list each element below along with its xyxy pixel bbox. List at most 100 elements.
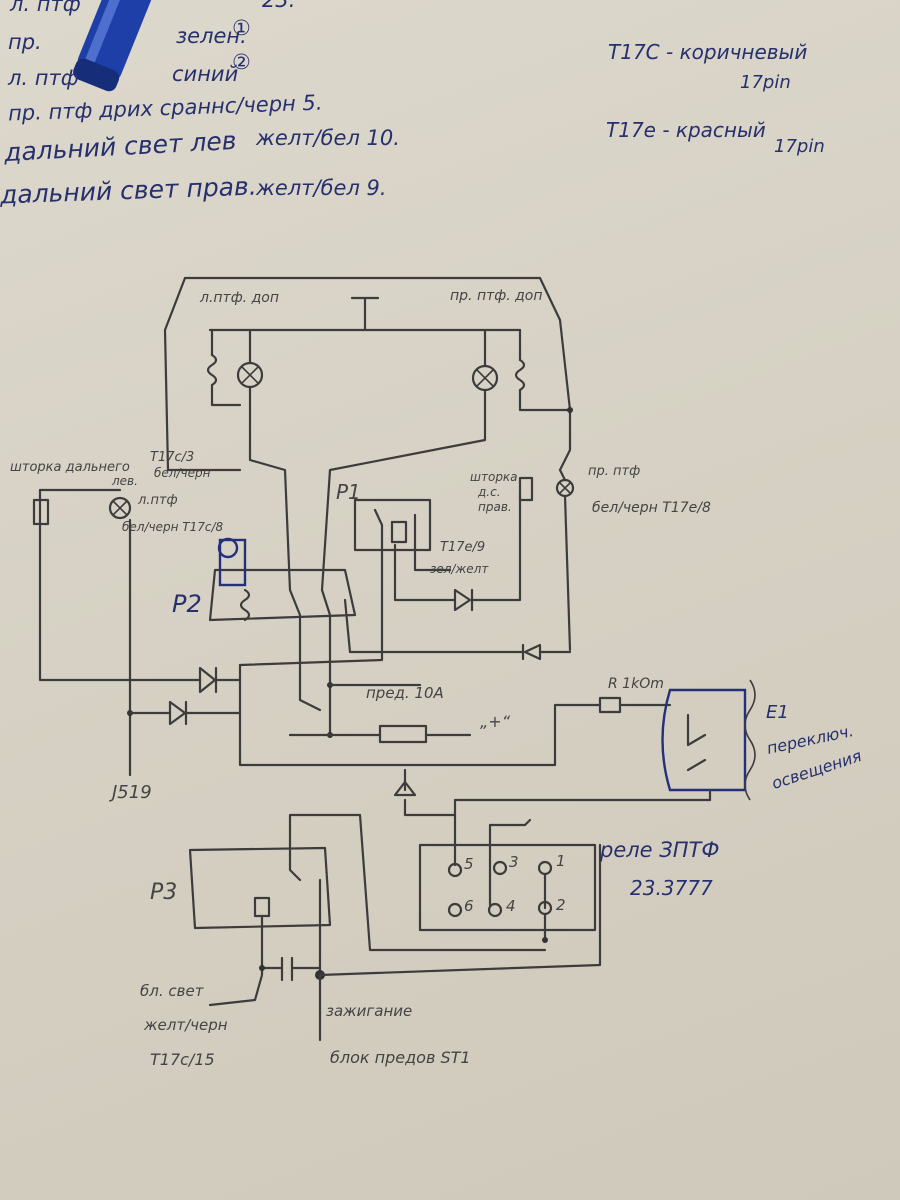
wire	[248, 328, 292, 592]
label-fuse: пред. 10А	[366, 684, 444, 702]
diode-symbol	[523, 643, 542, 661]
note-line: л. птф	[10, 0, 81, 16]
wire	[393, 543, 457, 602]
note-line: желт/бел 10.	[256, 126, 400, 150]
lamp-cross	[476, 369, 494, 387]
relay-p3-box	[188, 846, 332, 930]
label-e1: E1	[766, 702, 789, 723]
label-curtain-left-2: лев.	[112, 474, 138, 488]
diode-symbol	[393, 780, 417, 797]
label-t17e8: бел/черн T17e/8	[592, 500, 711, 516]
curtain-right-coil	[518, 476, 534, 502]
pin-1-terminal	[537, 860, 553, 876]
label-pin-4: 4	[506, 897, 516, 915]
wire	[214, 666, 242, 694]
note-line: пр.	[8, 30, 42, 54]
wire	[488, 818, 532, 907]
wire	[318, 843, 602, 977]
relay-zptf-box	[418, 843, 597, 932]
label-curtain-left: шторка дальнего	[10, 460, 130, 475]
label-t17e9: T17e/9	[440, 540, 486, 555]
torn-edge	[744, 679, 756, 801]
ground-symbol	[350, 296, 380, 332]
wire	[208, 878, 322, 1007]
wire	[38, 488, 202, 682]
label-pin-1: 1	[556, 852, 566, 870]
label-fuse-block: блок предов ST1	[330, 1048, 471, 1067]
pin-4-terminal	[487, 902, 503, 918]
diode-symbol	[453, 588, 472, 612]
p2-indicator-icon	[217, 537, 239, 559]
label-plus: „+“	[480, 712, 510, 731]
wire	[163, 276, 242, 472]
wire	[288, 813, 547, 952]
wire	[183, 276, 572, 412]
label-pin-6: 6	[464, 897, 474, 915]
pin-3-terminal	[492, 860, 508, 876]
label-p3: P3	[150, 880, 178, 905]
label-curtain-right: шторка	[470, 470, 518, 484]
label-p1: P1	[336, 480, 361, 504]
switch-contacts	[686, 713, 707, 772]
label-pin-2: 2	[556, 896, 566, 914]
label-curtain-right-2: д.с.	[478, 485, 501, 499]
note-line: зелен.	[176, 24, 247, 48]
label-pin-5: 5	[464, 855, 474, 873]
note-line: синий	[172, 62, 239, 86]
p2-marker	[218, 538, 247, 587]
wire	[470, 493, 522, 612]
wire	[210, 383, 242, 407]
label-right-fog-extra: пр. птф. доп	[450, 288, 543, 304]
diode-symbol	[198, 666, 217, 694]
wire	[320, 328, 487, 592]
label-relay-model: 23.3777	[630, 876, 713, 900]
connector-t17c: T17C - коричневый	[608, 40, 808, 64]
label-bel-chern: бел/черн	[154, 466, 211, 480]
wire	[288, 588, 322, 712]
coil-symbol	[206, 353, 218, 387]
switch-e1-box	[661, 688, 747, 792]
relay-p2-box	[208, 568, 357, 622]
note-line: ②	[232, 50, 251, 74]
label-ignition: зажигание	[326, 1002, 413, 1020]
label-pin-3: 3	[509, 853, 519, 871]
lamp-cross	[558, 481, 572, 495]
lamp-cross	[112, 500, 128, 516]
label-zhelt-chern: желт/черн	[144, 1016, 228, 1034]
label-left-fog: л.птф	[138, 493, 178, 508]
curtain-left-coil	[32, 498, 50, 526]
label-p2: P2	[172, 590, 202, 618]
fuse-10a	[378, 724, 428, 744]
coil-symbol	[514, 358, 526, 392]
wire	[518, 388, 572, 472]
lamp-left-fog	[108, 496, 132, 520]
label-right-fog: пр. птф	[588, 464, 641, 479]
relay-p3-coil	[253, 896, 271, 918]
label-t17c8: бел/черн T17c/8	[122, 520, 224, 534]
wire	[184, 700, 242, 726]
ballpoint-pen-icon	[73, 0, 153, 92]
note-line: 23.	[262, 0, 296, 12]
wire	[320, 588, 332, 737]
label-t17c3: T17c/3	[150, 450, 195, 465]
connector-t17e: T17e - красный	[606, 118, 766, 142]
wire	[403, 788, 712, 817]
wire	[238, 663, 602, 767]
label-left-fog-extra: л.птф. доп	[200, 290, 279, 306]
relay-p1-coil	[390, 520, 408, 544]
connector-t17e-pins: 17pin	[774, 136, 825, 157]
label-low-beam: бл. свет	[140, 982, 204, 1000]
label-zel-zhelt: зел/желт	[430, 562, 489, 576]
lamp-cross	[241, 366, 259, 384]
pin-6-terminal	[447, 902, 463, 918]
note-line: л. птф	[8, 66, 79, 90]
resistor-1k	[598, 696, 622, 714]
diode-symbol	[168, 700, 187, 726]
wire	[413, 513, 452, 572]
relay-p1-box	[353, 498, 432, 552]
label-relay-name: реле ЗПТФ	[600, 838, 720, 862]
label-t17c15: T17c/15	[150, 1050, 215, 1069]
label-resistor: R 1kOm	[608, 676, 664, 692]
pin-5-terminal	[447, 862, 463, 878]
